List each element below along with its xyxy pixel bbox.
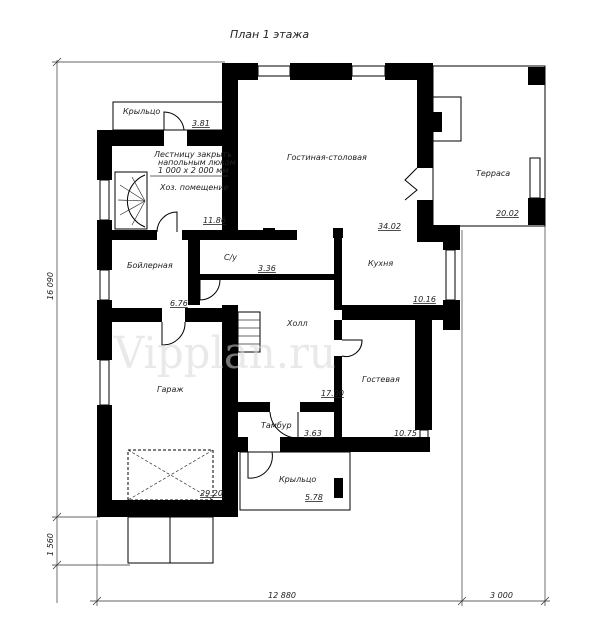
- room-name-garage: Гараж: [157, 385, 184, 394]
- room-area-porch-front: 5.78: [305, 493, 323, 502]
- walls: [97, 63, 460, 517]
- room-name-boiler: Бойлерная: [127, 261, 173, 270]
- dim-width-terrace: 3 000: [490, 591, 513, 600]
- room-area-terrace: 20.02: [496, 209, 519, 218]
- room-name-kitchen: Кухня: [368, 259, 393, 268]
- room-area-vestibule: 3.63: [304, 429, 322, 438]
- dim-width-main: 12 880: [268, 591, 296, 600]
- windows: [99, 65, 456, 449]
- room-name-terrace: Терраса: [476, 169, 510, 178]
- room-name-utility: Хоз. помещение: [159, 183, 229, 192]
- room-area-living: 34.02: [378, 222, 401, 231]
- terrace-outline: [430, 65, 546, 227]
- room-area-hall: 17.00: [321, 389, 344, 398]
- room-name-vestibule: Тамбур: [261, 421, 292, 430]
- room-name-porch-front: Крыльцо: [279, 475, 316, 484]
- hall-stair: [237, 311, 261, 353]
- dim-height-total: 16 090: [46, 272, 55, 300]
- note-line-1: Лестницу закрыть: [153, 150, 232, 159]
- room-name-living: Гостиная-столовая: [287, 153, 367, 162]
- dimension-lines: [52, 57, 550, 606]
- room-area-utility: 11.86: [203, 216, 226, 225]
- room-area-kitchen: 10.16: [413, 295, 436, 304]
- room-name-wc: С/у: [224, 253, 237, 262]
- watermark: Vipplan.ru: [113, 328, 336, 379]
- room-name-guest: Гостевая: [362, 375, 400, 384]
- room-area-boiler: 6.76: [170, 299, 188, 308]
- dim-height-porch: 1 560: [46, 533, 55, 556]
- room-area-guest: 10.75: [394, 429, 417, 438]
- room-area-wc: 3.36: [258, 264, 276, 273]
- note-line-2: напольным люком: [158, 158, 236, 167]
- room-name-porch-back: Крыльцо: [123, 107, 160, 116]
- plan-title: План 1 этажа: [230, 28, 309, 41]
- note-line-3: 1 000 x 2 000 мм: [158, 166, 228, 175]
- room-area-porch-back: 3.81: [192, 119, 210, 128]
- room-area-garage: 29.20: [200, 489, 223, 498]
- doors: [156, 111, 418, 479]
- spiral-stair: [114, 171, 148, 230]
- room-name-hall: Холл: [286, 319, 308, 328]
